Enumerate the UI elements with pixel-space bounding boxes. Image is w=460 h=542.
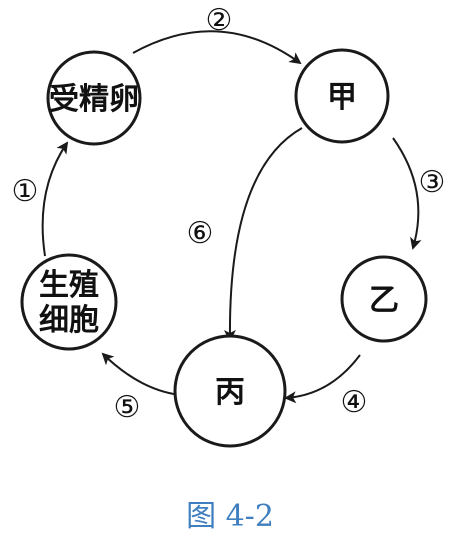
- arrow-3: [392, 137, 422, 250]
- node-reproductive-cell-label-line1: 生殖: [39, 268, 99, 303]
- node-fertilized-egg-label: 受精卵: [49, 82, 139, 117]
- edge-label-4: ④: [341, 385, 368, 420]
- node-jia-label: 甲: [327, 80, 357, 115]
- arrow-5: [101, 352, 181, 396]
- figure-caption: 图 4-2: [186, 499, 274, 534]
- arrow-4: [284, 354, 361, 404]
- arrow-6: [223, 127, 303, 342]
- node-reproductive-cell: 生殖 细胞: [20, 253, 118, 351]
- arrow-2: [132, 30, 302, 65]
- node-bing: 丙: [173, 334, 287, 448]
- edge-label-1: ①: [12, 174, 39, 209]
- node-fertilized-egg: 受精卵: [46, 50, 142, 146]
- edge-label-5: ⑤: [114, 390, 141, 425]
- node-bing-label: 丙: [215, 375, 245, 410]
- node-yi-label: 乙: [369, 283, 399, 318]
- node-reproductive-cell-label-line2: 细胞: [39, 303, 99, 338]
- node-jia: 甲: [294, 48, 390, 144]
- arrow-1: [41, 141, 69, 257]
- node-yi: 乙: [340, 255, 428, 343]
- edge-label-2: ②: [206, 3, 233, 38]
- edge-label-6: ⑥: [187, 216, 214, 251]
- edge-label-3: ③: [419, 165, 446, 200]
